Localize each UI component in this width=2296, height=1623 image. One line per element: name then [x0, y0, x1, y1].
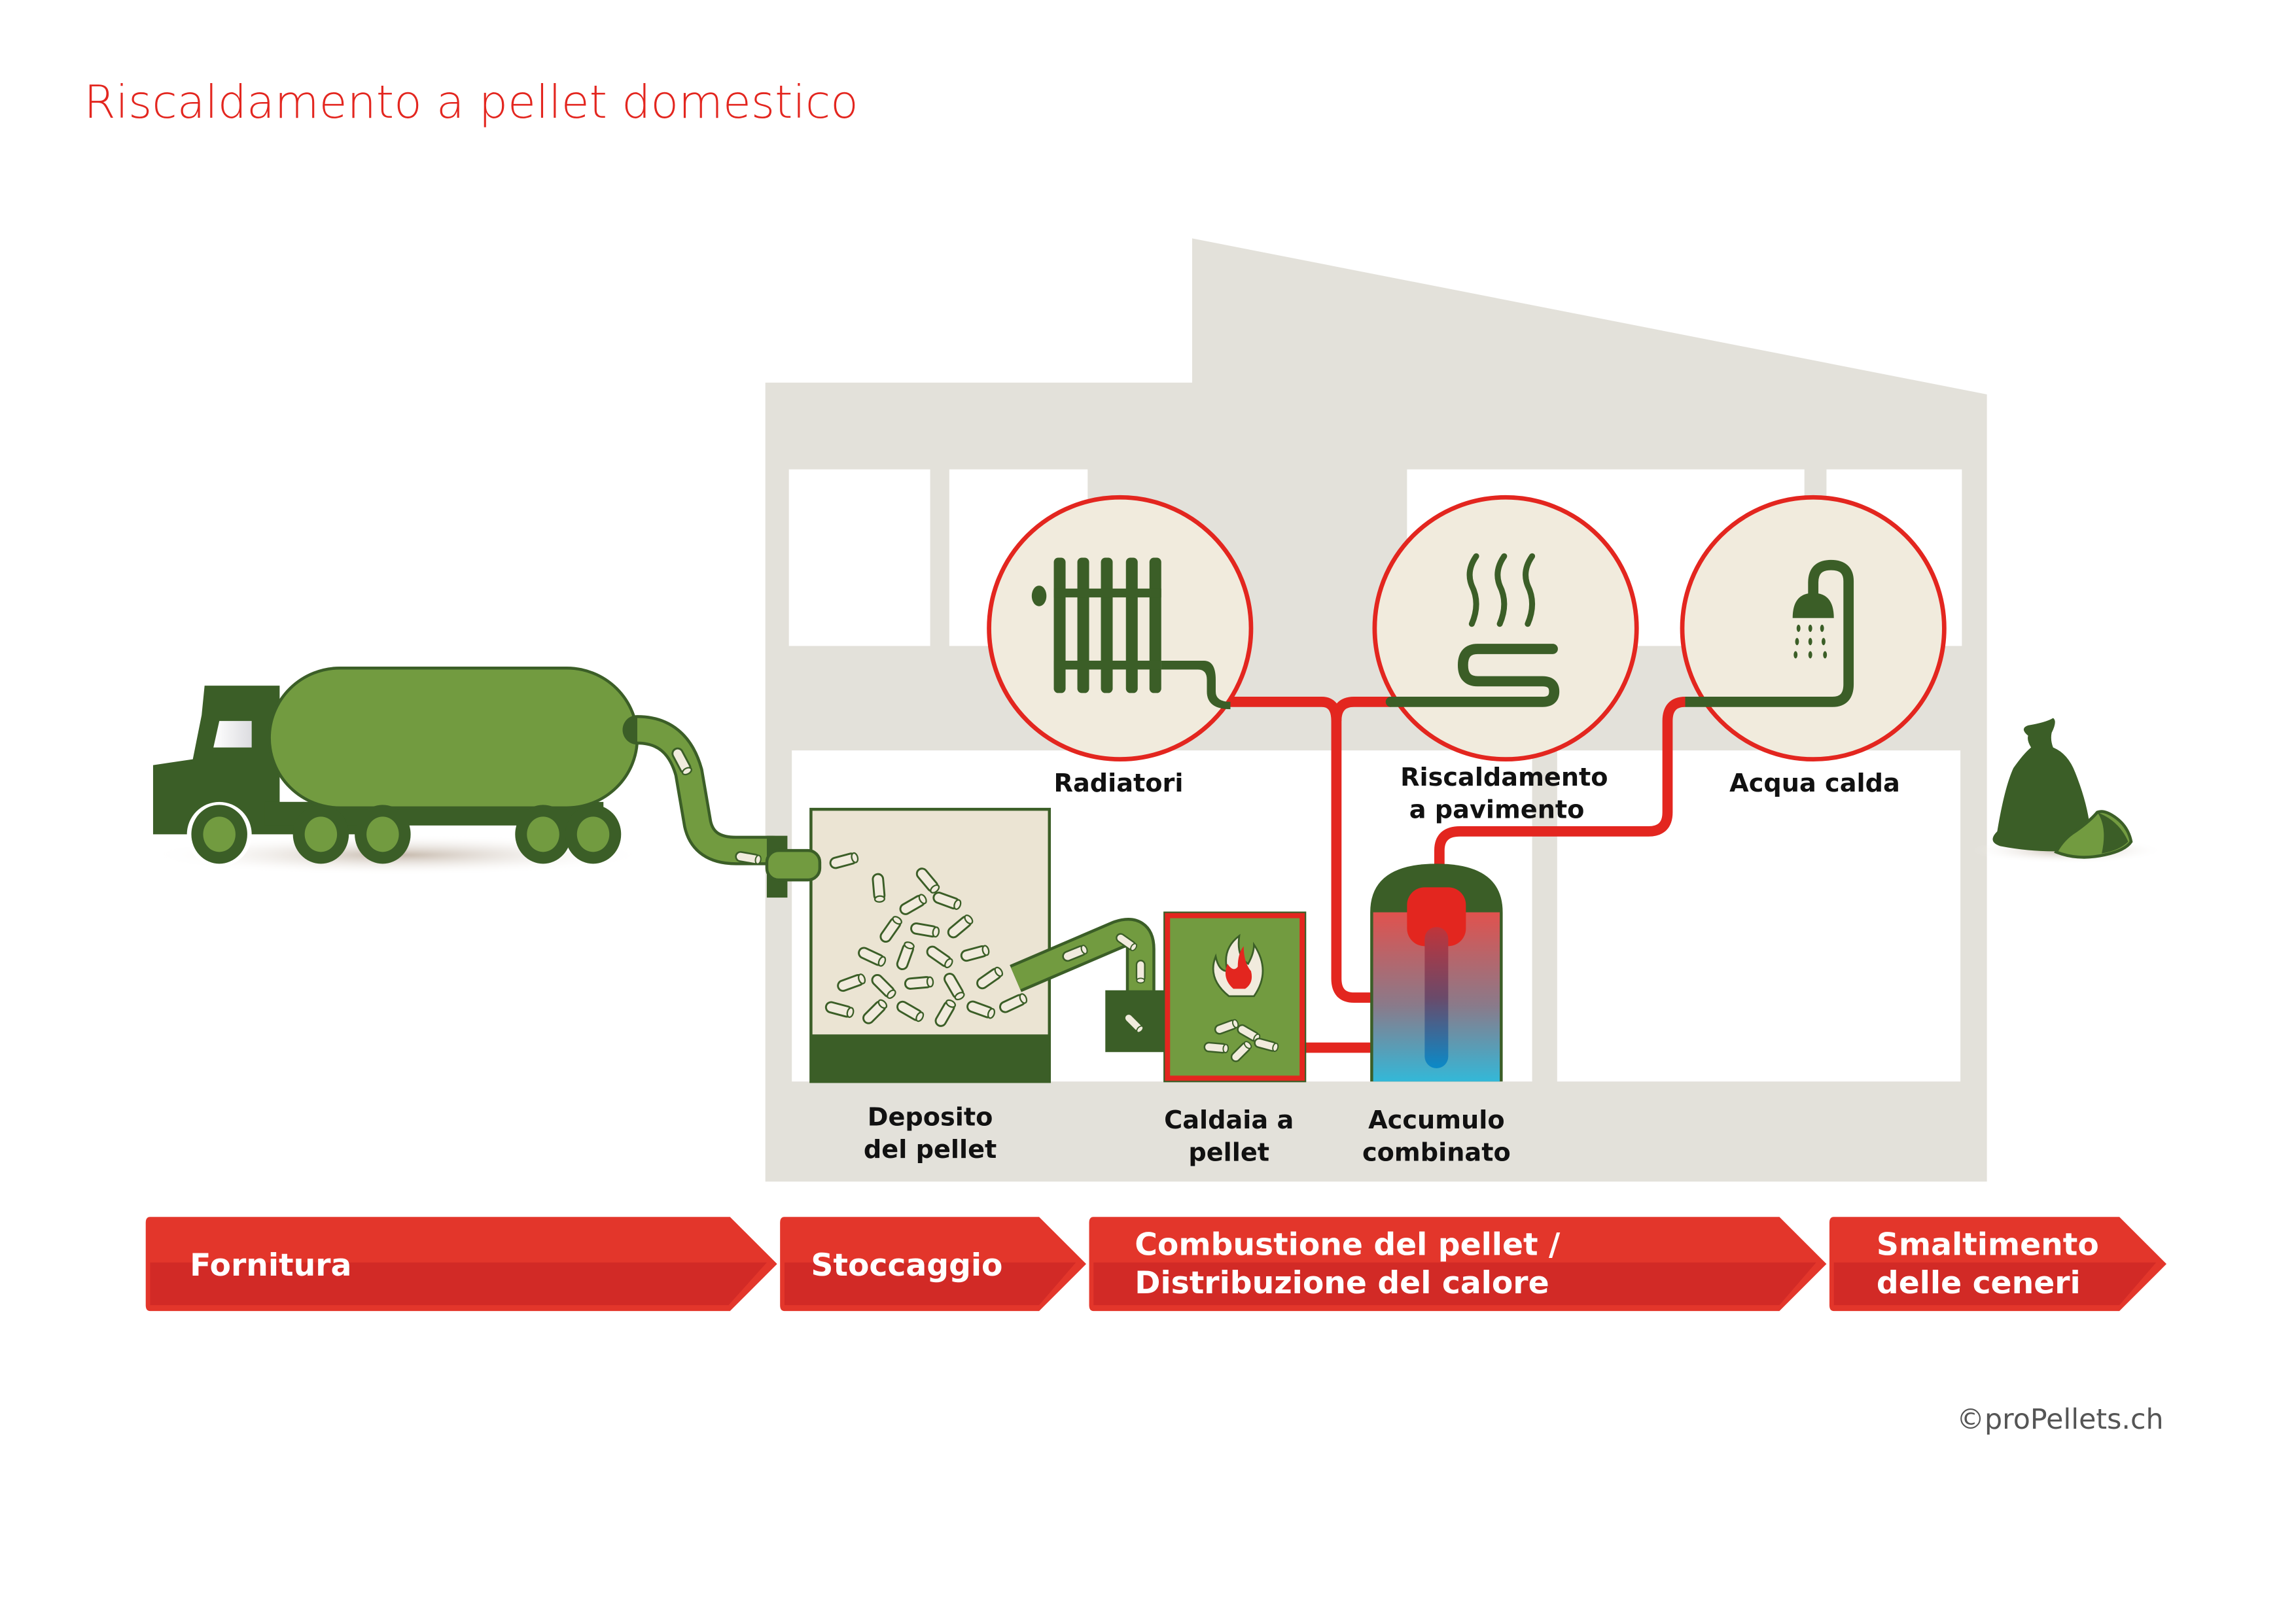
step-label: Fornitura	[190, 1248, 351, 1283]
step-smaltimento: Smaltimento delle ceneri	[1829, 1217, 2167, 1312]
tank	[268, 666, 639, 810]
hot-water-pipe	[1434, 697, 1686, 898]
floor-heating-icon	[1385, 553, 1560, 707]
label-buffer-1: Accumulo	[1368, 1106, 1505, 1135]
label-hot-water: Acqua calda	[1729, 769, 1900, 798]
hot-water-circle	[1680, 495, 1947, 762]
radiator-supply-pipe	[1230, 697, 1377, 1003]
buffer-tank	[1370, 864, 1503, 1082]
label-boiler-2: pellet	[1188, 1139, 1269, 1168]
heating-pipes	[1230, 697, 1686, 1053]
heat-exchanger	[1407, 887, 1466, 947]
step-label-line1: Combustione del pellet /	[1135, 1227, 1561, 1263]
pellet-storage	[765, 807, 1156, 1083]
ash-bag-icon	[1972, 718, 2164, 864]
pellet-boiler	[1105, 911, 1307, 1083]
floor-heating-pipe	[1331, 697, 1391, 722]
shower-icon	[1685, 559, 1854, 707]
copyright: ©proPellets.ch	[1956, 1403, 2163, 1436]
step-label-line1: Smaltimento	[1877, 1227, 2099, 1263]
radiator-icon	[1031, 557, 1231, 710]
radiator-circle	[987, 495, 1254, 762]
step-combustione: Combustione del pellet / Distribuzione d…	[1089, 1217, 1827, 1312]
wheels	[186, 801, 622, 867]
label-radiators: Radiatori	[1054, 769, 1184, 798]
step-label-line2: Distribuzione del calore	[1135, 1265, 1549, 1301]
step-label: Stoccaggio	[811, 1248, 1002, 1283]
basement-room	[1557, 750, 1961, 1082]
delivery-hose	[637, 718, 773, 863]
truck-cab	[152, 686, 373, 835]
label-buffer-2: combinato	[1362, 1139, 1511, 1168]
label-floor-heating-1: Riscaldamento	[1400, 763, 1608, 792]
truck-window	[213, 721, 252, 748]
floor-heating-circle	[1372, 495, 1639, 762]
page-title: Riscaldamento a pellet domestico	[84, 76, 858, 129]
step-label-line2: delle ceneri	[1877, 1265, 2081, 1301]
label-storage-2: del pellet	[864, 1136, 997, 1164]
label-floor-heating-2: a pavimento	[1409, 796, 1585, 825]
step-fornitura: Fornitura	[145, 1217, 777, 1312]
window	[788, 469, 930, 646]
delivery-truck	[147, 666, 788, 876]
step-stoccaggio: Stoccaggio	[780, 1217, 1087, 1312]
label-storage-1: Deposito	[868, 1104, 993, 1132]
label-boiler-1: Caldaia a	[1164, 1106, 1294, 1135]
process-steps: Fornitura Stoccaggio Combustione del pel…	[145, 1217, 2167, 1312]
